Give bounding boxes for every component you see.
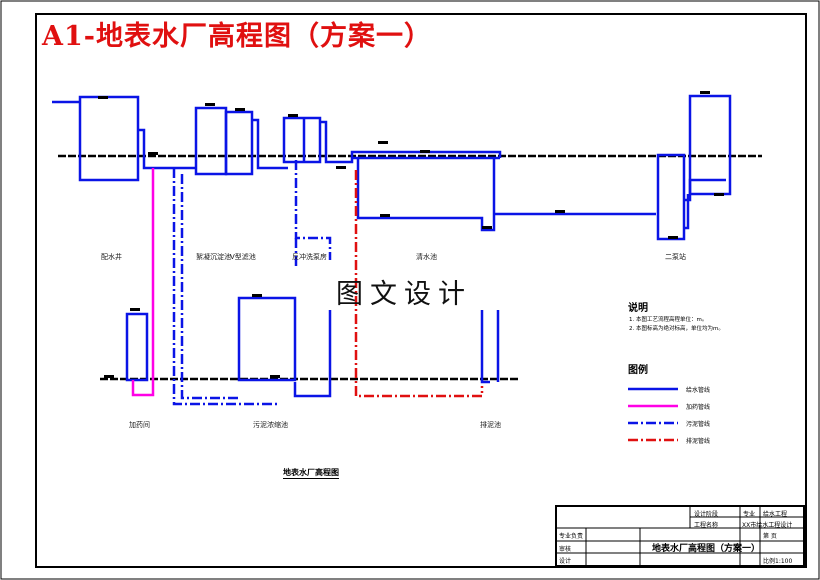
note-item: 1. 本图工艺流程高程单位：m。: [629, 317, 708, 323]
note-item: 2. 本图标高为绝对标高，单位均为m。: [629, 326, 724, 332]
label-clear-water-tank: 清水池: [416, 253, 437, 261]
label-sludge-thickener: 污泥浓缩池: [253, 421, 288, 429]
tb-design-stage: 设计阶段: [694, 511, 719, 518]
label-dosing-room: 加药间: [129, 421, 150, 429]
legend-samples: [628, 387, 678, 442]
label-backwash-pump: 反冲洗泵房: [292, 253, 327, 261]
page-title: A1-地表水厂高程图（方案一）: [42, 21, 432, 52]
label-distribution-well: 配水井: [101, 253, 122, 261]
sludge-line-blue: [172, 160, 332, 406]
tb-checked: 审核: [559, 546, 572, 553]
elevation-markers: [98, 91, 724, 378]
water-process-line: [52, 94, 732, 398]
title-block-grid: [555, 505, 805, 567]
label-v-filter: V型滤池: [230, 253, 256, 261]
tb-scale: 比例1:100: [763, 558, 793, 565]
dosing-line: [131, 168, 155, 397]
drawing-caption: 地表水厂高程图: [283, 468, 339, 479]
drawing-frame: [35, 13, 807, 568]
tb-sheet: 第 页: [763, 533, 777, 540]
tb-approved: 设计: [559, 558, 572, 565]
label-flocculation: 絮凝沉淀池: [196, 253, 231, 261]
label-second-pump: 二泵站: [665, 253, 686, 261]
tb-project: 工程名称: [694, 522, 719, 529]
tb-project-value: XX市给水工程设计: [742, 522, 793, 529]
tb-drawn: 专业负责: [559, 533, 584, 540]
tb-main-title: 地表水厂高程图（方案一）: [652, 544, 761, 554]
tb-major-value: 给水工程: [763, 511, 788, 518]
drain-line-red: [354, 170, 484, 398]
watermark-text: 图文设计: [336, 279, 472, 310]
legend-label: 排泥管线: [686, 438, 711, 445]
legend-title: 图例: [628, 365, 648, 376]
legend-label: 给水管线: [686, 387, 711, 394]
notes-title: 说明: [628, 303, 648, 314]
tb-major: 专业: [743, 511, 756, 518]
label-drain-pool: 排泥池: [480, 421, 501, 429]
legend-label: 污泥管线: [686, 421, 711, 428]
legend-label: 加药管线: [686, 404, 711, 411]
